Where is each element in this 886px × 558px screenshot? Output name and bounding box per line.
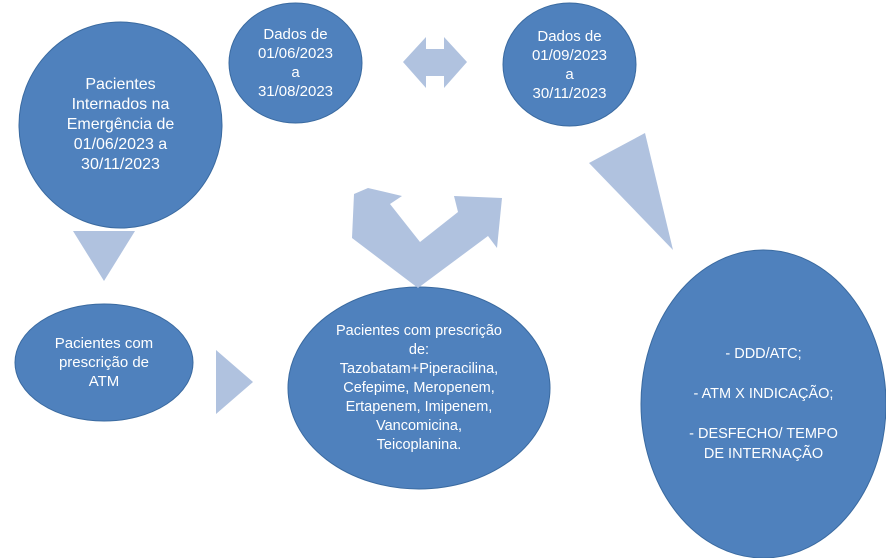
node-drug-prescription-label: Pacientes com prescrição de: Tazobatam+P… <box>335 322 502 453</box>
node-start: Pacientes Internados na Emergência de 01… <box>19 22 222 228</box>
diagonal-triangle-arrow-icon <box>589 133 673 250</box>
split-v-arrow-icon <box>352 188 502 288</box>
node-shape-period2 <box>502 2 637 127</box>
node-shape-atm <box>14 303 194 422</box>
node-shape-start <box>18 21 223 229</box>
down-triangle-arrow-icon <box>73 231 135 281</box>
node-period-1: Dados de 01/06/2023 a 31/08/2023 <box>229 3 362 123</box>
node-outcomes: - DDD/ATC; - ATM X INDICAÇÃO; - DESFECHO… <box>641 250 886 558</box>
node-period-2: Dados de 01/09/2023 a 30/11/2023 <box>503 3 636 126</box>
node-atm-prescription-label: Pacientes com prescrição de ATM <box>54 335 154 390</box>
node-atm-prescription: Pacientes com prescrição de ATM <box>15 304 193 421</box>
node-shape-period1 <box>228 2 363 124</box>
node-outcomes-label: - DDD/ATC; - ATM X INDICAÇÃO; - DESFECHO… <box>689 346 838 462</box>
node-period-2-label: Dados de 01/09/2023 a 30/11/2023 <box>531 27 608 102</box>
double-headed-arrow-icon <box>403 37 467 88</box>
node-start-label: Pacientes Internados na Emergência de 01… <box>66 76 175 173</box>
node-period-1-label: Dados de 01/06/2023 a 31/08/2023 <box>257 26 334 100</box>
node-drug-prescription: Pacientes com prescrição de: Tazobatam+P… <box>288 287 550 489</box>
right-triangle-arrow-icon <box>216 350 253 414</box>
node-shape-outcomes <box>640 249 886 558</box>
